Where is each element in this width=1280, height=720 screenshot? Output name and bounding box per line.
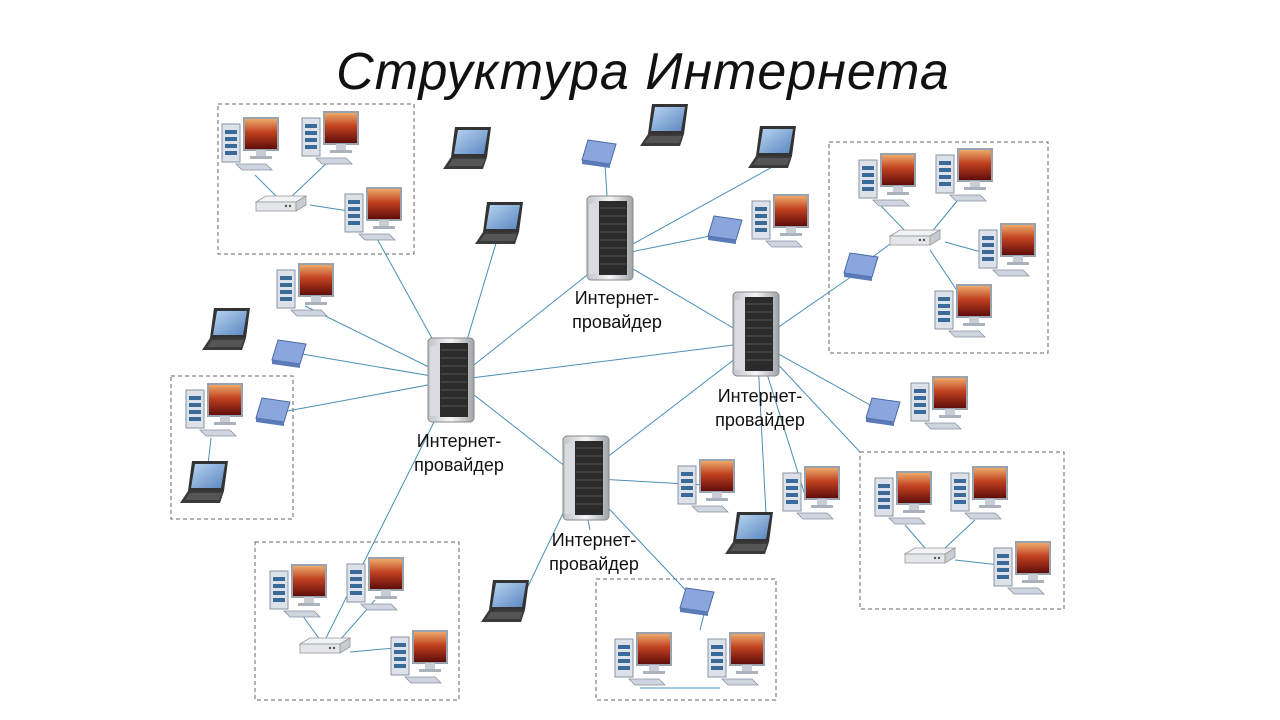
laptop-icon bbox=[748, 126, 796, 168]
desktop-computer-icon bbox=[858, 153, 916, 207]
provider-label: провайдер bbox=[572, 312, 662, 332]
local-network-box bbox=[595, 578, 777, 701]
desktop-computer-icon bbox=[934, 284, 992, 338]
desktop-computer-icon bbox=[185, 383, 243, 437]
provider-label: Интернет- bbox=[575, 288, 660, 308]
provider-label: провайдер bbox=[715, 410, 805, 430]
desktop-computer-icon bbox=[276, 263, 334, 317]
devices bbox=[180, 104, 1051, 686]
network-groups bbox=[170, 103, 1065, 701]
local-network-box bbox=[859, 451, 1065, 610]
desktop-computer-icon bbox=[751, 194, 809, 248]
provider-label: провайдер bbox=[414, 455, 504, 475]
laptop-icon bbox=[725, 512, 773, 554]
modem-icon bbox=[679, 587, 715, 617]
router-icon bbox=[299, 637, 351, 654]
local-network-box bbox=[828, 141, 1049, 354]
desktop-computer-icon bbox=[221, 117, 279, 171]
desktop-computer-icon bbox=[301, 111, 359, 165]
desktop-computer-icon bbox=[874, 471, 932, 525]
server-icon bbox=[562, 435, 610, 521]
provider-labels: Интернет- провайдер Интернет- провайдер … bbox=[414, 288, 805, 574]
modem-icon bbox=[843, 252, 879, 282]
provider-label: Интернет- bbox=[417, 431, 502, 451]
router-icon bbox=[904, 547, 956, 564]
server-icon bbox=[732, 291, 780, 377]
desktop-computer-icon bbox=[993, 541, 1051, 595]
modem-icon bbox=[271, 339, 307, 369]
provider-label: провайдер bbox=[549, 554, 639, 574]
laptop-icon bbox=[443, 127, 491, 169]
router-icon bbox=[889, 229, 941, 246]
desktop-computer-icon bbox=[707, 632, 765, 686]
modem-icon bbox=[255, 397, 291, 427]
local-network-box bbox=[170, 375, 294, 520]
modem-icon bbox=[581, 139, 617, 169]
local-network-box bbox=[217, 103, 415, 255]
page-title: Структура Интернета bbox=[336, 43, 950, 101]
laptop-icon bbox=[475, 202, 523, 244]
router-icon bbox=[255, 195, 307, 212]
desktop-computer-icon bbox=[950, 466, 1008, 520]
desktop-computer-icon bbox=[614, 632, 672, 686]
local-network-box bbox=[254, 541, 460, 701]
desktop-computer-icon bbox=[978, 223, 1036, 277]
desktop-computer-icon bbox=[390, 630, 448, 684]
desktop-computer-icon bbox=[269, 564, 327, 618]
laptop-icon bbox=[481, 580, 529, 622]
server-icon bbox=[427, 337, 475, 423]
modem-icon bbox=[865, 397, 901, 427]
laptop-icon bbox=[640, 104, 688, 146]
laptop-icon bbox=[180, 461, 228, 503]
desktop-computer-icon bbox=[935, 148, 993, 202]
desktop-computer-icon bbox=[346, 557, 404, 611]
desktop-computer-icon bbox=[910, 376, 968, 430]
desktop-computer-icon bbox=[677, 459, 735, 513]
server-icon bbox=[586, 195, 634, 281]
laptop-icon bbox=[202, 308, 250, 350]
desktop-computer-icon bbox=[782, 466, 840, 520]
desktop-computer-icon bbox=[344, 187, 402, 241]
provider-label: Интернет- bbox=[718, 386, 803, 406]
modem-icon bbox=[707, 215, 743, 245]
provider-label: Интернет- bbox=[552, 530, 637, 550]
